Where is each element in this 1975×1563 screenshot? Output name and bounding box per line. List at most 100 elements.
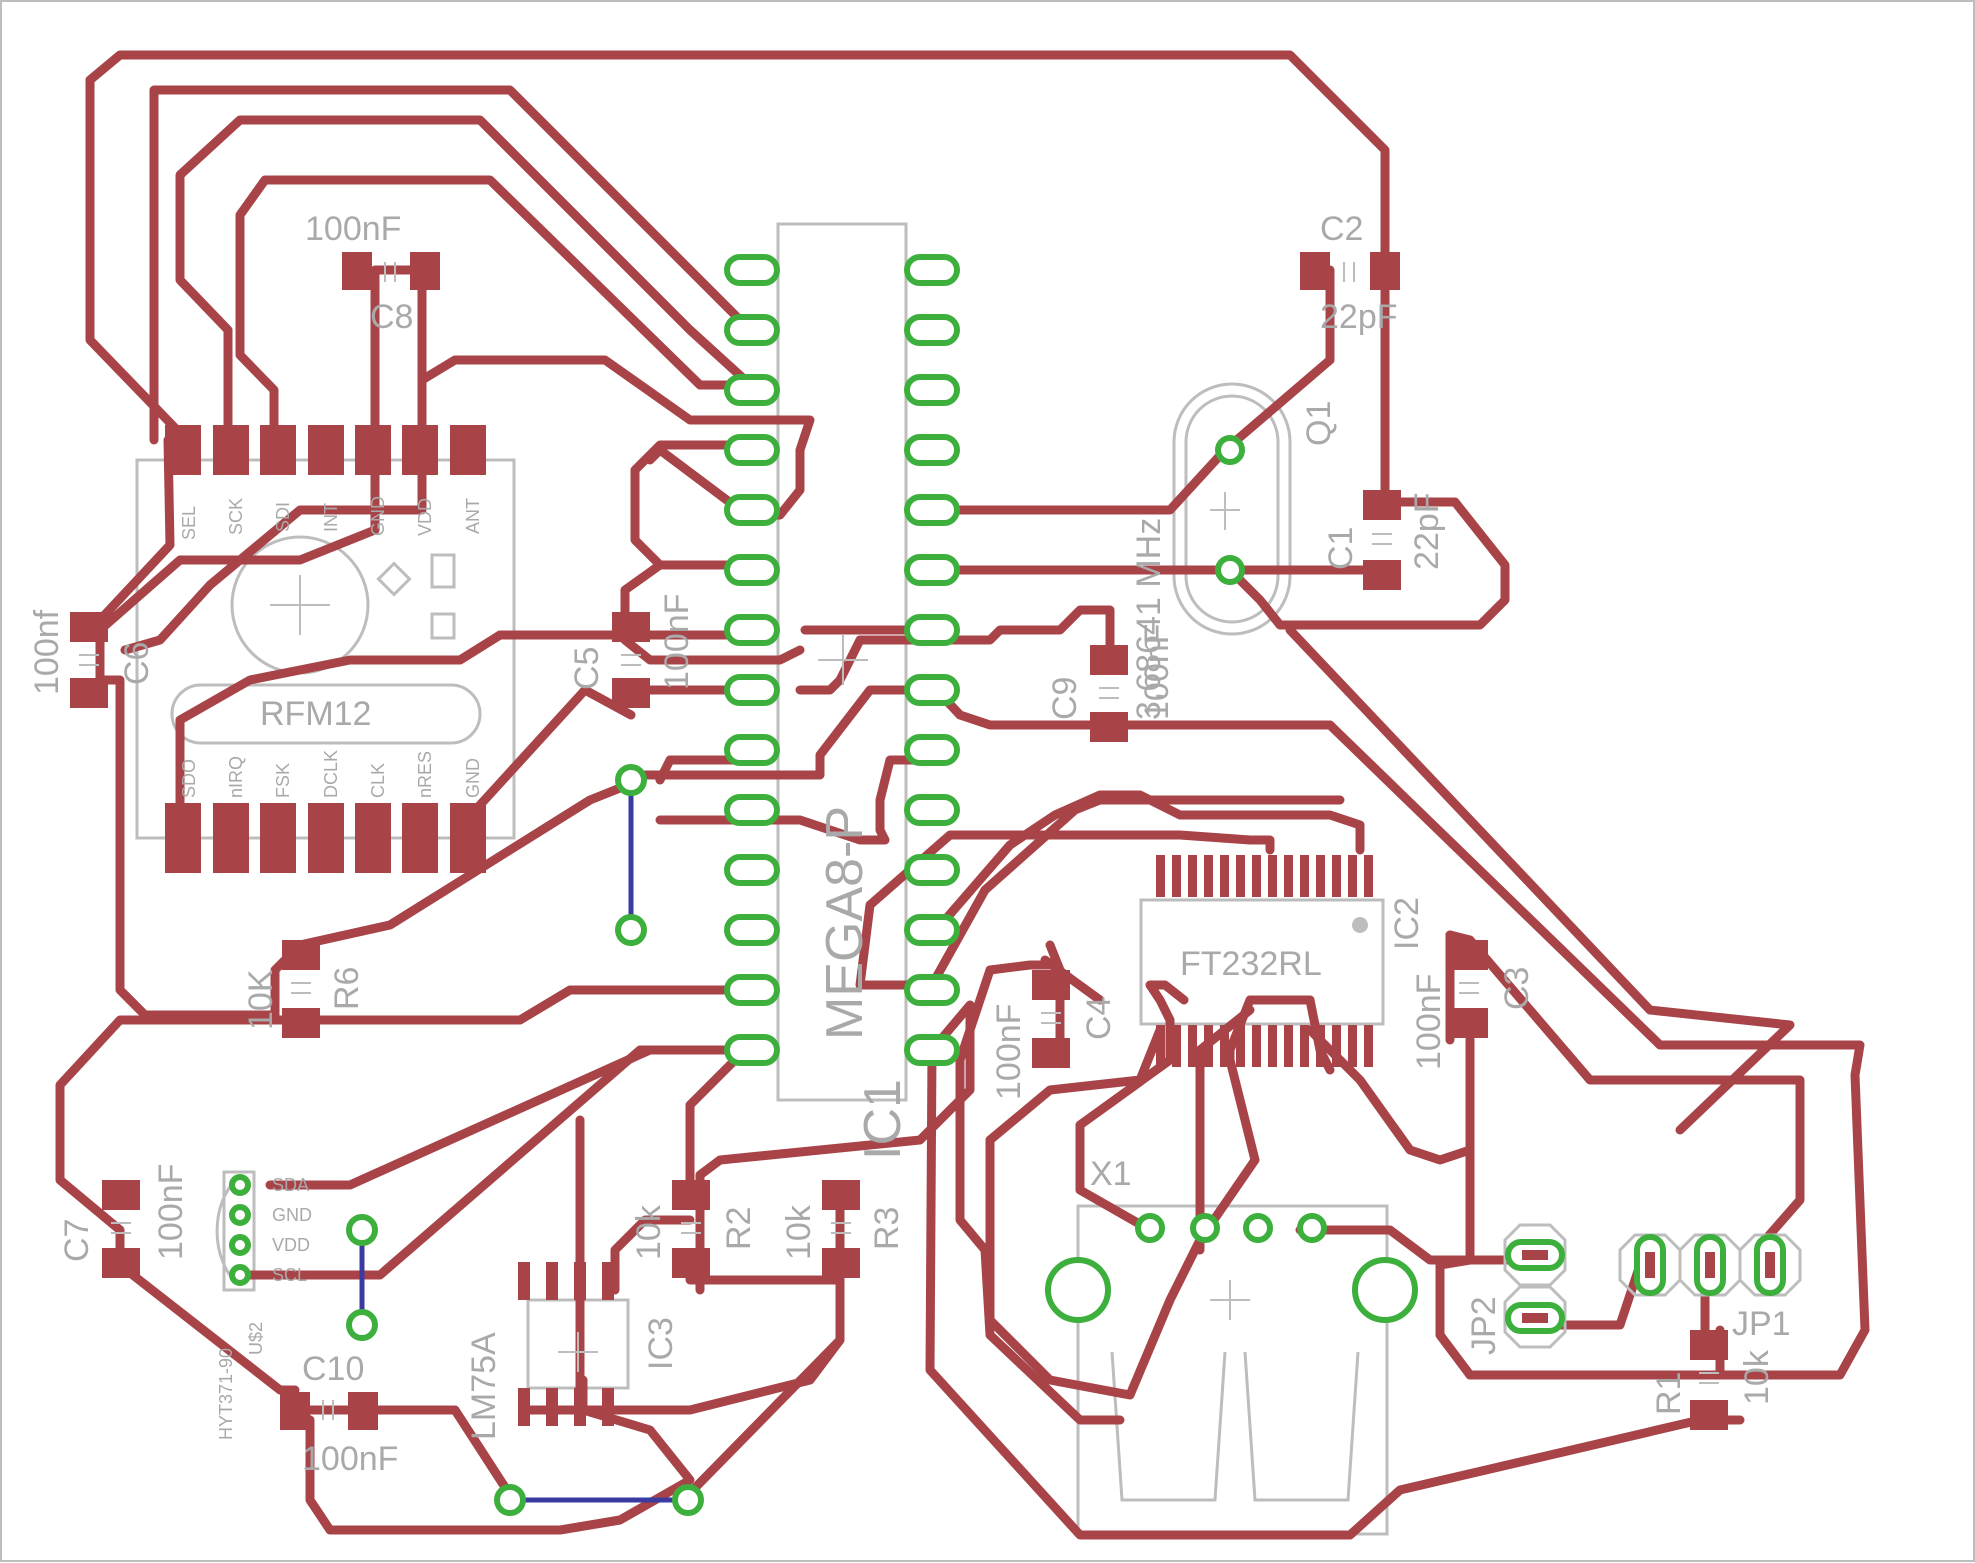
lm75-pad: [602, 1262, 614, 1300]
rfm12-small-rect-2: [430, 612, 456, 640]
rfm12-pad: [450, 425, 486, 475]
lm75-pad: [518, 1262, 530, 1300]
c6-pad: [70, 678, 108, 708]
c3-pad: [1450, 940, 1488, 970]
c8-pad: [410, 252, 440, 290]
c1-pad: [1363, 560, 1401, 590]
ft232-outline: [1139, 898, 1385, 1026]
r1-name: R1: [1650, 1372, 1688, 1415]
c10-pad: [280, 1392, 310, 1430]
usb-shield: [1352, 1257, 1418, 1323]
hyt-pin-sda: SDA: [272, 1175, 309, 1195]
r2-pad: [672, 1248, 710, 1278]
c4-pad: [1032, 1038, 1070, 1068]
usb-pin: [1297, 1213, 1327, 1243]
lm75-pad: [574, 1262, 586, 1300]
rfm12-pin-int: INT: [321, 503, 341, 532]
rfm12-pin-fsk: FSK: [273, 763, 293, 798]
rfm12-pin-nirq: nIRQ: [226, 756, 246, 798]
lm75-pad: [602, 1388, 614, 1426]
rfm12-pin-gnd: GND: [368, 496, 388, 536]
c3-value: 100nF: [1410, 974, 1448, 1070]
via: [494, 1484, 526, 1516]
hyt-pin: [229, 1174, 251, 1196]
lm75-part: LM75A: [465, 1332, 503, 1440]
c8-value: 100nF: [305, 210, 401, 248]
r1-pad: [1690, 1330, 1728, 1360]
crystal-outline-inner: [1184, 394, 1280, 624]
usb-connector-name: X1: [1090, 1155, 1132, 1193]
c2-pad: [1300, 252, 1330, 290]
lm75-pad: [546, 1388, 558, 1426]
r1-value: 10k: [1738, 1349, 1776, 1405]
rfm12-pin-sck: SCK: [226, 498, 246, 535]
usb-pin: [1190, 1213, 1220, 1243]
c3-pad: [1450, 1008, 1488, 1038]
rfm12-pin-vdd: VDD: [415, 498, 435, 536]
usb-shield: [1045, 1257, 1111, 1323]
c1-value: 22pF: [1408, 493, 1446, 571]
rfm12-pad: [402, 425, 438, 475]
c4-value: 100nF: [990, 1004, 1028, 1100]
r2-value: 10k: [630, 1204, 668, 1260]
r2-name: R2: [720, 1207, 758, 1250]
rfm12-pad: [308, 425, 344, 475]
c5-name: C5: [568, 647, 606, 690]
via: [615, 914, 647, 946]
c6-name: C6: [118, 642, 156, 685]
lm75-pad: [518, 1388, 530, 1426]
r6-name: R6: [328, 967, 366, 1010]
hyt-header-outline: [222, 1170, 256, 1292]
c2-pad: [1370, 252, 1400, 290]
rfm12-pad: [355, 803, 391, 873]
c10-pad: [348, 1392, 378, 1430]
lm75-pad: [574, 1388, 586, 1426]
rfm12-pin-gnd2: GND: [463, 758, 483, 798]
r3-value: 10k: [780, 1204, 818, 1260]
c5-pad: [612, 678, 650, 708]
rfm12-pin-nres: nRES: [415, 751, 435, 798]
rfm12-pin-ant: ANT: [463, 498, 483, 534]
hyt-pin-vdd: VDD: [272, 1235, 310, 1255]
r1-pad: [1690, 1400, 1728, 1430]
rfm12-pad: [260, 425, 296, 475]
rfm12-pad: [355, 425, 391, 475]
rfm12-pad: [308, 803, 344, 873]
rfm12-pad: [402, 803, 438, 873]
ft232-name: IC2: [1388, 897, 1426, 950]
usb-inner-left: [1110, 1351, 1227, 1502]
r6-pad: [282, 940, 320, 970]
crystal-value: 3,68641 MHz: [1130, 518, 1168, 720]
rfm12-pad: [213, 425, 249, 475]
jp1-name: JP1: [1732, 1305, 1791, 1343]
c7-name: C7: [58, 1219, 96, 1262]
jp2-header: [1503, 1223, 1567, 1349]
c8-pad: [342, 252, 372, 290]
c8-name: C8: [370, 298, 413, 336]
c9-name: C9: [1046, 677, 1084, 720]
c5-pad: [612, 612, 650, 642]
c4-name: C4: [1080, 997, 1118, 1040]
rfm12-pad: [450, 803, 486, 873]
hyt-pin: [229, 1234, 251, 1256]
usb-connector-outline: [1076, 1204, 1389, 1536]
rfm12-pad: [165, 803, 201, 873]
r3-name: R3: [868, 1207, 906, 1250]
mcu-name: IC1: [854, 1079, 912, 1160]
part-marks: [79, 262, 1719, 1420]
c7-value: 100nF: [152, 1164, 190, 1260]
rfm12-pin-sdi: SDI: [273, 502, 293, 532]
r3-pad: [822, 1180, 860, 1210]
r3-pad: [822, 1248, 860, 1278]
c9-pad: [1090, 645, 1128, 675]
ft232-pin1-dot: [1352, 917, 1368, 933]
rfm12-oval: [170, 683, 482, 745]
r6-value: 10K: [242, 969, 280, 1030]
lm75-pad: [546, 1262, 558, 1300]
crystal-pin: [1215, 555, 1245, 585]
mcu-part: MEGA8-P: [816, 806, 874, 1040]
ft232-top-pins: [1156, 855, 1373, 897]
hyt-arc: [215, 1178, 238, 1284]
c9-pad: [1090, 712, 1128, 742]
mcu-pins: [724, 254, 960, 1066]
